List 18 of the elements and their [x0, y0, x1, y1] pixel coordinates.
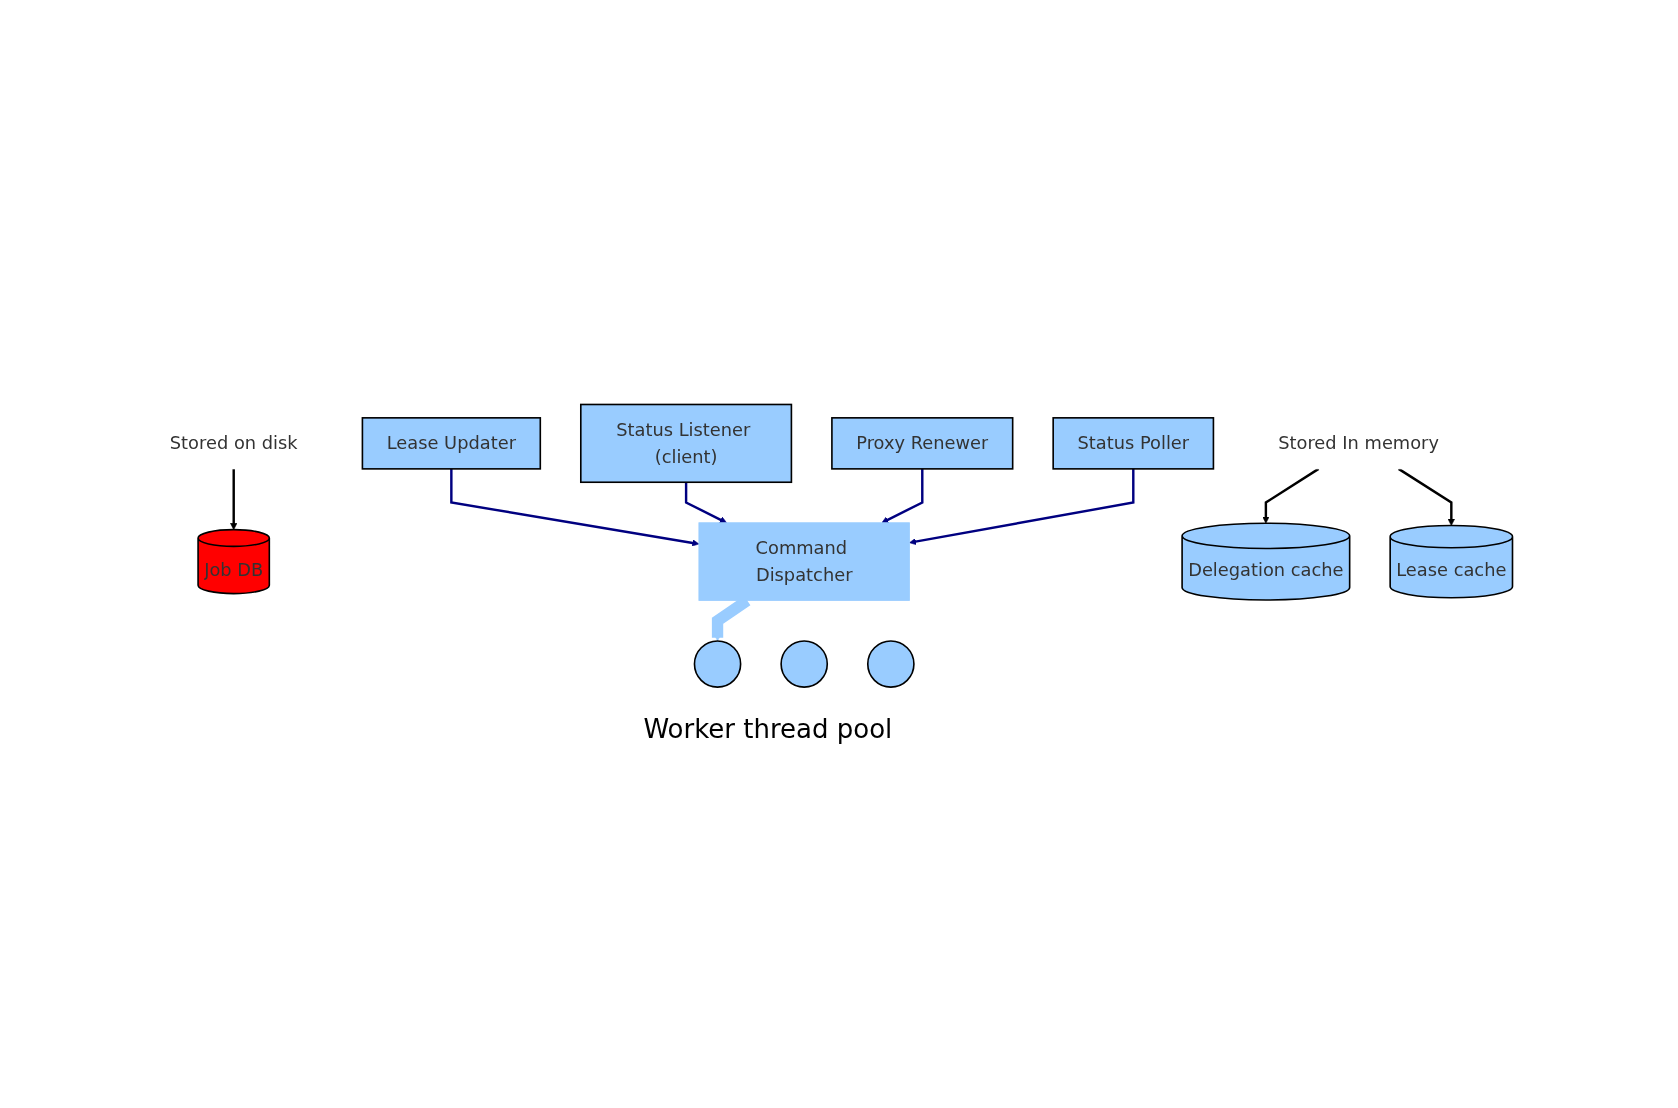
arrow: [684, 481, 727, 523]
node-text: Stored In memory: [1278, 432, 1439, 454]
node-box: Status Poller: [1052, 416, 1215, 470]
node-caption: Worker thread pool: [643, 713, 893, 744]
node-circle: [693, 639, 742, 688]
arrow: [909, 468, 1135, 545]
node-box: Lease Updater: [361, 416, 542, 470]
node-box: Command Dispatcher: [698, 522, 910, 601]
node-circle: [866, 639, 915, 688]
node-box: Proxy Renewer: [831, 416, 1014, 470]
arrow: [1397, 467, 1455, 526]
node-text: Stored on disk: [169, 432, 298, 454]
node-box: Status Listener (client): [580, 403, 793, 483]
arrow: [450, 468, 700, 547]
arrow: [230, 468, 238, 530]
arrow: [881, 468, 924, 523]
node-circle: [780, 639, 829, 688]
arrow: [1262, 467, 1320, 524]
